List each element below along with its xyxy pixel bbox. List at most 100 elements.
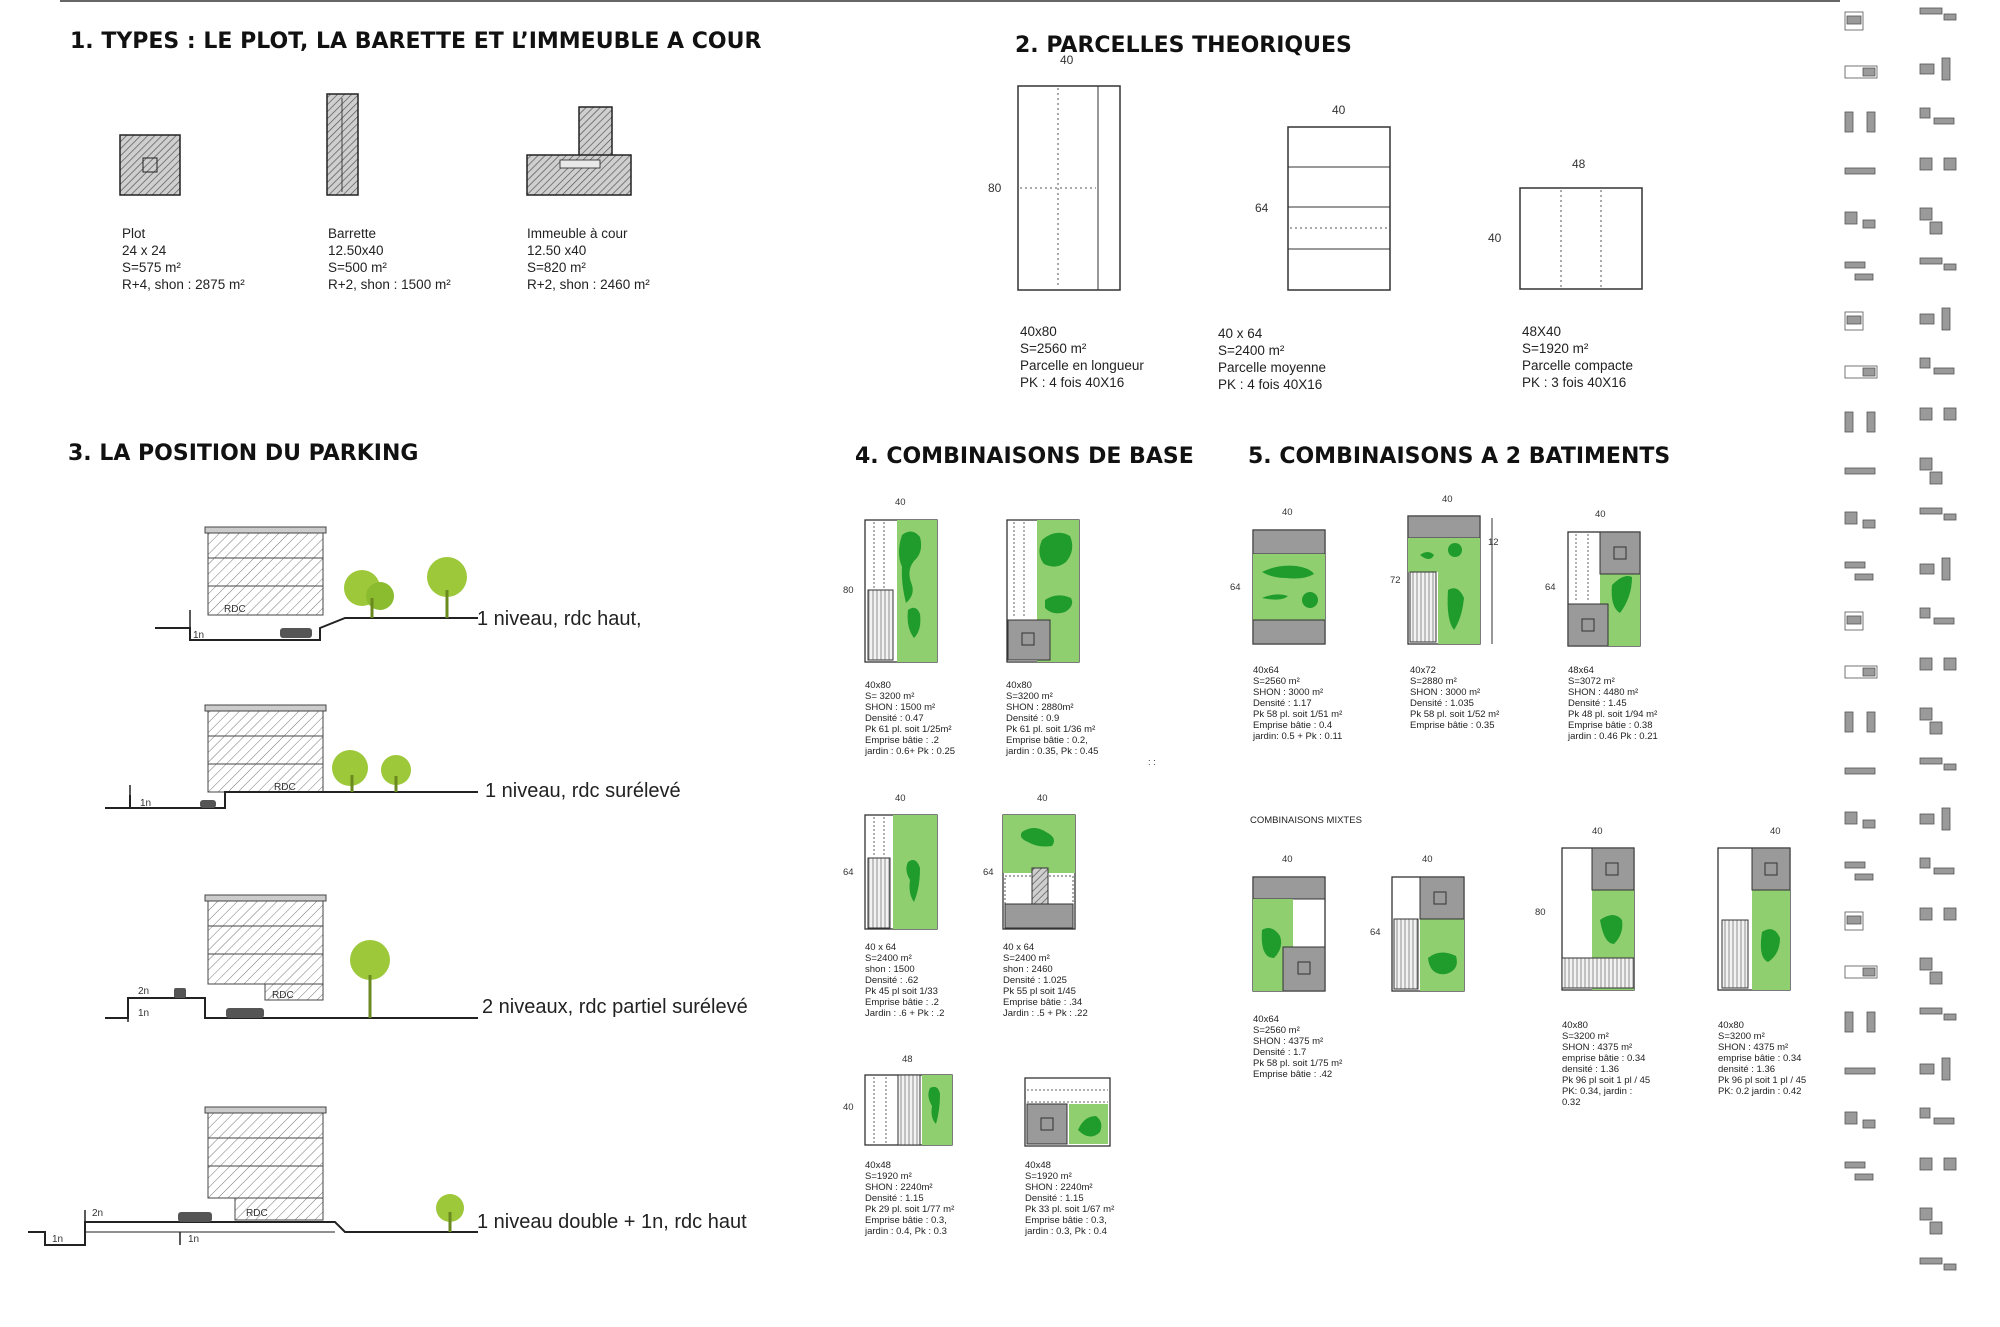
svg-text:RDC: RDC (272, 990, 294, 1001)
svg-text:40: 40 (1770, 826, 1781, 837)
section-parcelles-title: 2. PARCELLES THEORIQUES (1015, 33, 1352, 58)
parcelle-longueur-caption: 40x80 S=2560 m² Parcelle en longueur PK … (1020, 324, 1148, 390)
mini-scheme-block (1929, 721, 1943, 735)
mini-scheme-block (1919, 507, 1943, 515)
mini-scheme-block (1941, 57, 1951, 81)
combinaison-2-bat-3-caption: 48x64 S=3072 m² SHON : 4480 m² Densité :… (1567, 665, 1660, 742)
coupe-niveau-double: RDC 1n 2n 1n (28, 1106, 478, 1246)
svg-text:40: 40 (895, 497, 906, 508)
mini-scheme-block (1919, 1207, 1933, 1221)
mini-scheme-block (1862, 367, 1876, 377)
mini-scheme-block (1943, 657, 1957, 671)
svg-text:80: 80 (843, 585, 854, 596)
combinaison-base-1: 40 80 (843, 497, 938, 663)
svg-text:40: 40 (1595, 509, 1606, 520)
mini-scheme-block (1866, 411, 1876, 433)
svg-text:80: 80 (1535, 907, 1546, 918)
mini-scheme-block (1941, 557, 1951, 581)
svg-text:1n: 1n (140, 798, 151, 809)
combinaison-mixte-1: 40 (1252, 854, 1326, 992)
section-base: 4. COMBINAISONS DE BASE 40 80 40x80 S= 3… (843, 444, 1194, 1237)
mini-scheme-block (1919, 107, 1931, 119)
svg-text:2n: 2n (138, 986, 149, 997)
parking-label-3: 2 niveaux, rdc partiel surélevé (482, 996, 748, 1018)
mini-scheme-block (1844, 861, 1866, 869)
immeuble-cour-drawing (526, 106, 632, 196)
mini-scheme-block (1866, 711, 1876, 733)
mini-scheme-block (1844, 167, 1876, 175)
coupe-2-niveaux: RDC 2n 1n (105, 894, 478, 1022)
mini-scheme-block (1862, 1119, 1876, 1129)
mini-scheme-block (1844, 1161, 1866, 1169)
parcelle-compacte-caption: 48X40 S=1920 m² Parcelle compacte PK : 3… (1522, 324, 1637, 390)
mini-scheme-block (1919, 1007, 1943, 1015)
svg-text:12: 12 (1488, 537, 1499, 548)
svg-text:1n: 1n (138, 1008, 149, 1019)
mini-scheme-block (1943, 1013, 1957, 1021)
mini-scheme-block (1941, 807, 1951, 831)
mini-scheme-block (1929, 221, 1943, 235)
svg-text:40: 40 (1060, 53, 1074, 67)
parking-label-1: 1 niveau, rdc haut, (477, 608, 642, 630)
combinaison-base-4: 40 64 (983, 793, 1076, 930)
svg-text:80: 80 (988, 181, 1002, 195)
mini-scheme-block (1854, 573, 1874, 581)
mini-scheme-block (1854, 273, 1874, 281)
section-base-title: 4. COMBINAISONS DE BASE (855, 444, 1194, 469)
combinaison-2-bat-2-caption: 40x72 S=2880 m² SHON : 3000 m² Densité :… (1410, 665, 1502, 731)
section-types-title: 1. TYPES : LE PLOT, LA BARETTE ET L’IMME… (70, 29, 761, 54)
combinaison-base-2-caption: 40x80 S=3200 m² SHON : 2880m² Densité : … (1005, 680, 1098, 757)
mini-scheme-block (1919, 607, 1931, 619)
mini-scheme-block (1844, 561, 1866, 569)
mini-scheme-block (1844, 411, 1854, 433)
mini-scheme-block (1862, 67, 1876, 77)
mini-scheme-block (1943, 1157, 1957, 1171)
mini-scheme-block (1919, 757, 1943, 765)
mini-scheme-block (1919, 813, 1935, 825)
svg-text:2n: 2n (92, 1208, 103, 1219)
section-parcelles: 2. PARCELLES THEORIQUES 40 80 40x80 S=25… (988, 33, 1643, 392)
mini-scheme-block (1844, 1111, 1858, 1125)
combinaison-mixte-3: 40 80 (1535, 826, 1635, 991)
mini-scheme-block (1919, 157, 1933, 171)
ellipsis-marks: : : (1148, 757, 1156, 768)
mini-scheme-block (1844, 1011, 1854, 1033)
mini-scheme-block (1919, 1063, 1935, 1075)
mini-scheme-block (1844, 261, 1866, 269)
mini-scheme-block (1943, 13, 1957, 21)
mini-scheme-block (1844, 511, 1858, 525)
mini-scheme-block (1933, 617, 1955, 625)
svg-text:40: 40 (895, 793, 906, 804)
mini-scheme-block (1854, 873, 1874, 881)
mini-scheme-block (1846, 915, 1862, 925)
mini-scheme-block (1919, 257, 1943, 265)
svg-text:64: 64 (1545, 582, 1556, 593)
mini-scheme-block (1919, 857, 1931, 869)
mini-scheme-block (1919, 313, 1935, 325)
mini-scheme-block (1919, 957, 1933, 971)
mini-scheme-block (1919, 1257, 1943, 1265)
svg-text:1n: 1n (52, 1234, 63, 1245)
svg-text:64: 64 (843, 867, 854, 878)
svg-text:64: 64 (1230, 582, 1241, 593)
mini-scheme-block (1866, 111, 1876, 133)
coupe-rdc-sureleve: RDC 1n (105, 704, 478, 809)
mini-scheme-block (1933, 1117, 1955, 1125)
barrette-caption: Barrette 12.50x40 S=500 m² R+2, shon : 1… (328, 226, 451, 292)
svg-text:40: 40 (1422, 854, 1433, 865)
mini-scheme-block (1941, 1057, 1951, 1081)
mini-scheme-block (1919, 207, 1933, 221)
combinaison-mixte-1-caption: 40x64 S=2560 m² SHON : 4375 m² Densité :… (1253, 1014, 1345, 1080)
combinaison-mixte-2: 40 64 (1370, 854, 1465, 992)
combinaison-2-bat-1-caption: 40x64 S=2560 m² SHON : 3000 m² Densité :… (1252, 665, 1345, 742)
combinaison-base-2 (1006, 519, 1080, 663)
mini-scheme-block (1943, 907, 1957, 921)
mini-scheme-block (1929, 1221, 1943, 1235)
mini-scheme-block (1846, 615, 1862, 625)
parcelle-moyenne-caption: 40 x 64 S=2400 m² Parcelle moyenne PK : … (1218, 326, 1330, 392)
section-parking: 3. LA POSITION DU PARKING RDC 1n 1 nivea… (28, 441, 748, 1246)
barrette-drawing (326, 93, 359, 196)
mini-scheme-block (1844, 711, 1854, 733)
mini-scheme-block (1866, 1011, 1876, 1033)
